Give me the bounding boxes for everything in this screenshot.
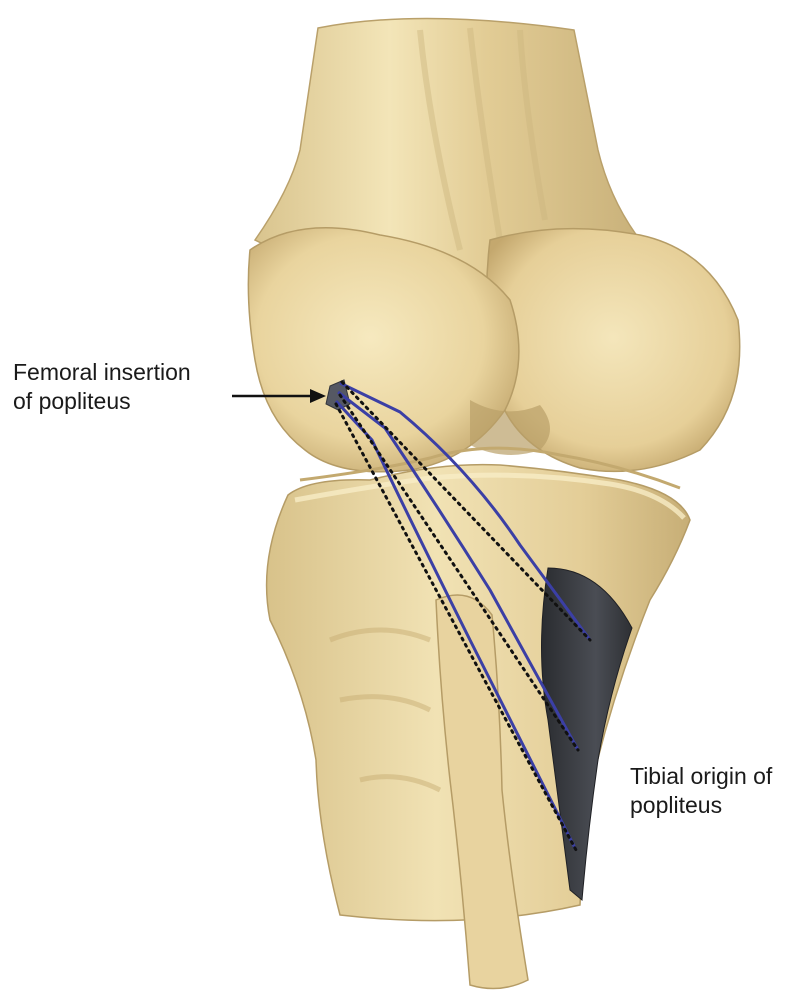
femoral-insertion-label-line2: of popliteus bbox=[13, 387, 191, 416]
femoral-insertion-label: Femoral insertion of popliteus bbox=[13, 358, 191, 416]
tibial-origin-label-line1: Tibial origin of bbox=[630, 762, 772, 791]
tibial-origin-label-line2: popliteus bbox=[630, 791, 772, 820]
tibial-origin-label: Tibial origin of popliteus bbox=[630, 762, 772, 820]
femoral-insertion-label-line1: Femoral insertion bbox=[13, 358, 191, 387]
